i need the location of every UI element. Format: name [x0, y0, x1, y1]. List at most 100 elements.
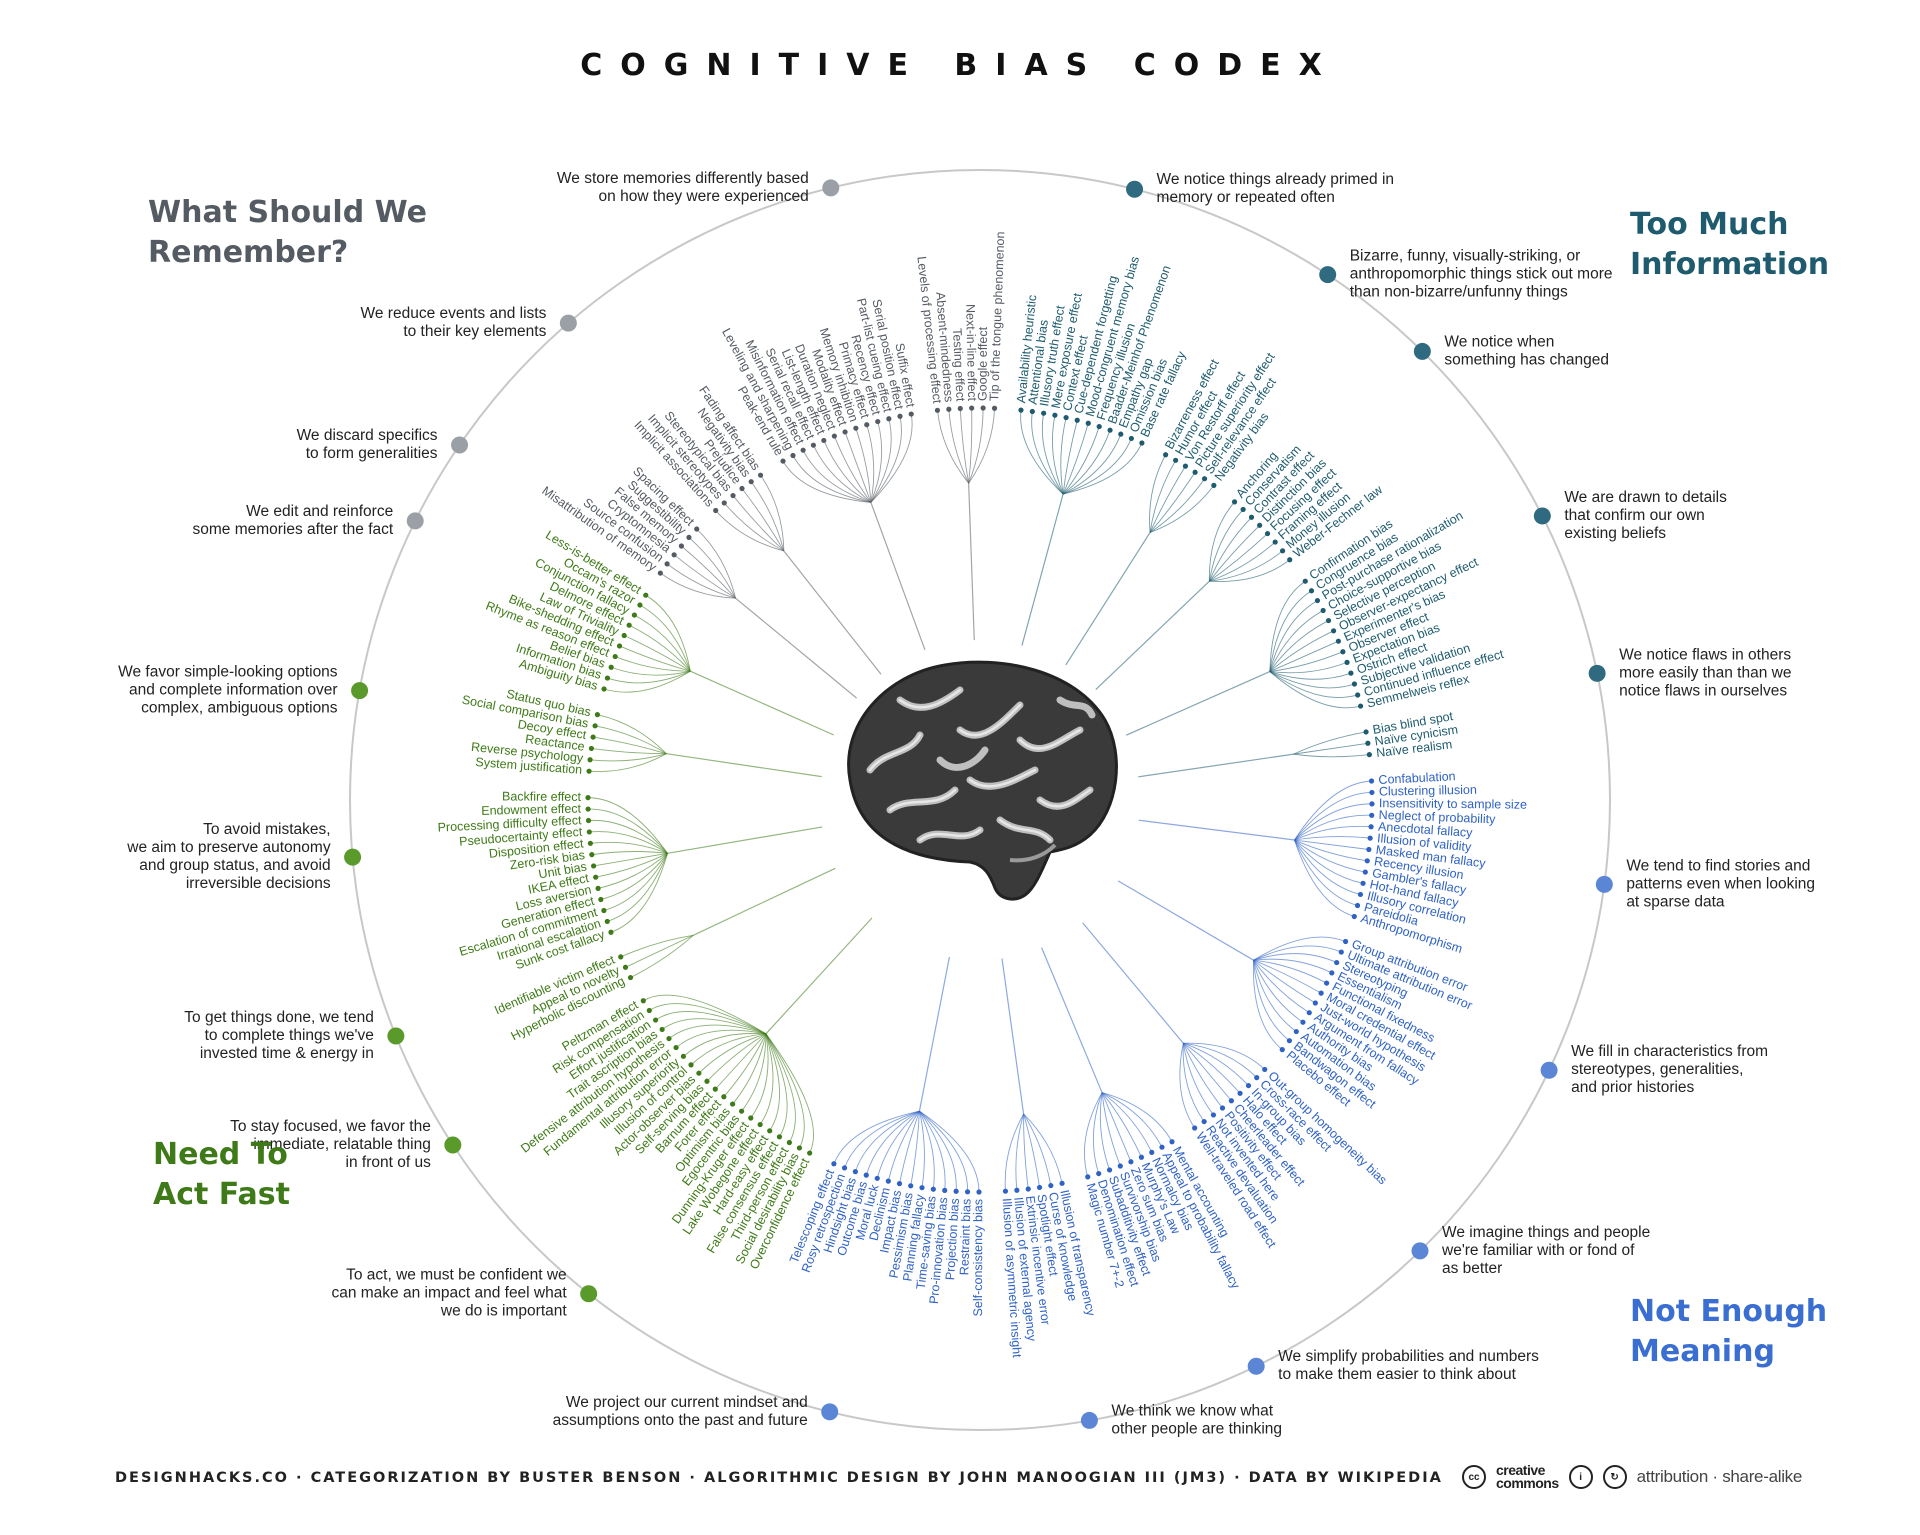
bias-dot — [908, 1183, 914, 1189]
bias-dot — [1335, 638, 1341, 644]
branch-line — [597, 852, 668, 889]
subcategory-label-line: irreversible decisions — [186, 875, 331, 892]
subcategory-label-line: we're familiar with or fond of — [1441, 1242, 1635, 1259]
subcategory-label-line: anthropomorphic things stick out more — [1350, 266, 1613, 283]
bias-dot — [1363, 729, 1369, 735]
branch-stem — [1001, 958, 1025, 1115]
branch-line — [620, 934, 694, 958]
subcategory-label-line: We imagine things and people — [1442, 1224, 1650, 1241]
branch-line — [603, 853, 668, 911]
bias-dot — [1118, 431, 1124, 437]
bias-dot — [1351, 913, 1357, 920]
branch-line — [1101, 1092, 1132, 1162]
bias-dot — [1182, 463, 1189, 469]
bias-dot — [1279, 548, 1286, 554]
bias-dot — [1312, 1000, 1318, 1006]
bias-dot — [1192, 469, 1198, 475]
bias-dot — [1231, 499, 1238, 505]
subcategory-label-line: To avoid mistakes, — [203, 821, 331, 838]
subcategory-dot — [1080, 1411, 1098, 1429]
branch-line — [1294, 839, 1355, 917]
branch-line — [1020, 410, 1064, 495]
branch-line — [1253, 959, 1327, 984]
branch-line — [1208, 516, 1252, 582]
subcategory-dot — [822, 179, 840, 197]
brain-icon — [847, 660, 1118, 901]
bias-dot — [589, 852, 595, 858]
subcategory-label: To avoid mistakes,we aim to preserve aut… — [126, 821, 331, 892]
bias-dot — [643, 592, 649, 598]
outer-ring — [349, 169, 1611, 1431]
bias-dot — [991, 405, 998, 411]
bias-dot — [587, 840, 593, 846]
branch-line — [1023, 1113, 1063, 1184]
bias-label: Anecdotal fallacy — [1378, 820, 1474, 840]
branch-line — [750, 481, 785, 552]
subcategory-dot — [821, 1403, 839, 1421]
branch-line — [1101, 1092, 1121, 1167]
branch-line — [876, 1110, 920, 1179]
bias-dot — [1354, 902, 1361, 909]
bias-dot — [704, 1078, 710, 1084]
bias-dot — [1340, 649, 1346, 655]
branch-line — [959, 408, 970, 484]
subcategory-dot — [344, 848, 362, 866]
bias-label: Neglect of probability — [1378, 808, 1496, 827]
branch-line — [854, 1110, 920, 1172]
branch-line — [1253, 945, 1342, 961]
quadrant-title-line: Meaning — [1630, 1334, 1775, 1369]
bias-dot — [1306, 1010, 1312, 1016]
branch-line — [760, 474, 785, 551]
branch-line — [1149, 465, 1186, 533]
bias-dot — [1366, 846, 1372, 853]
subcategory-label-line: We notice things already primed in — [1157, 171, 1395, 188]
bias-label: Confabulation — [1378, 769, 1456, 787]
branch-line — [1060, 417, 1067, 495]
license-block: cc creative commons i ↻ attribution · sh… — [1462, 1463, 1802, 1490]
bias-dot — [748, 1115, 754, 1121]
branch-line — [1294, 791, 1372, 841]
branch-line — [968, 408, 984, 484]
bias-label: Self-consistency bias — [971, 1199, 985, 1316]
bias-dot — [1279, 1047, 1285, 1053]
branch-line — [765, 1033, 781, 1132]
bias-dot — [601, 907, 607, 914]
quadrant-title-not-enough-meaning: Not Enough Meaning — [1630, 1292, 1827, 1372]
branch-line — [1208, 501, 1235, 582]
bias-label: Restraint bias — [957, 1199, 973, 1276]
bias-dot — [1106, 1167, 1113, 1173]
branch-line — [870, 414, 913, 503]
branch-stem — [765, 917, 873, 1035]
branch-line — [588, 820, 668, 854]
bias-dot — [1329, 970, 1335, 976]
bias-dot — [807, 1150, 813, 1156]
bias-dot — [712, 1086, 718, 1092]
bias-dot — [969, 405, 975, 411]
bias-dot — [631, 612, 637, 618]
branch-line — [639, 604, 691, 672]
branch-line — [673, 554, 736, 599]
subcategory-label-line: We notice when — [1444, 334, 1554, 351]
branch-line — [1269, 671, 1361, 709]
bias-dot — [957, 405, 963, 412]
bias-dot — [1163, 452, 1169, 458]
bias-dot — [666, 1035, 672, 1042]
branch-stem — [1138, 819, 1295, 841]
branch-line — [968, 408, 973, 484]
branch-line — [765, 1033, 788, 1138]
branch-line — [714, 1033, 767, 1090]
bias-dot — [757, 472, 764, 478]
bias-dot — [780, 458, 786, 464]
bias-dot — [1240, 506, 1246, 513]
bias-dot — [586, 768, 592, 774]
bias-dot — [713, 507, 719, 514]
bias-dot — [1117, 1163, 1123, 1169]
branch-line — [675, 1029, 767, 1048]
bias-dot — [621, 632, 627, 639]
branch-line — [683, 1032, 766, 1057]
bias-dot — [595, 885, 601, 891]
branch-line — [1183, 1042, 1266, 1070]
subcategory-label-line: other people are thinking — [1111, 1421, 1282, 1438]
